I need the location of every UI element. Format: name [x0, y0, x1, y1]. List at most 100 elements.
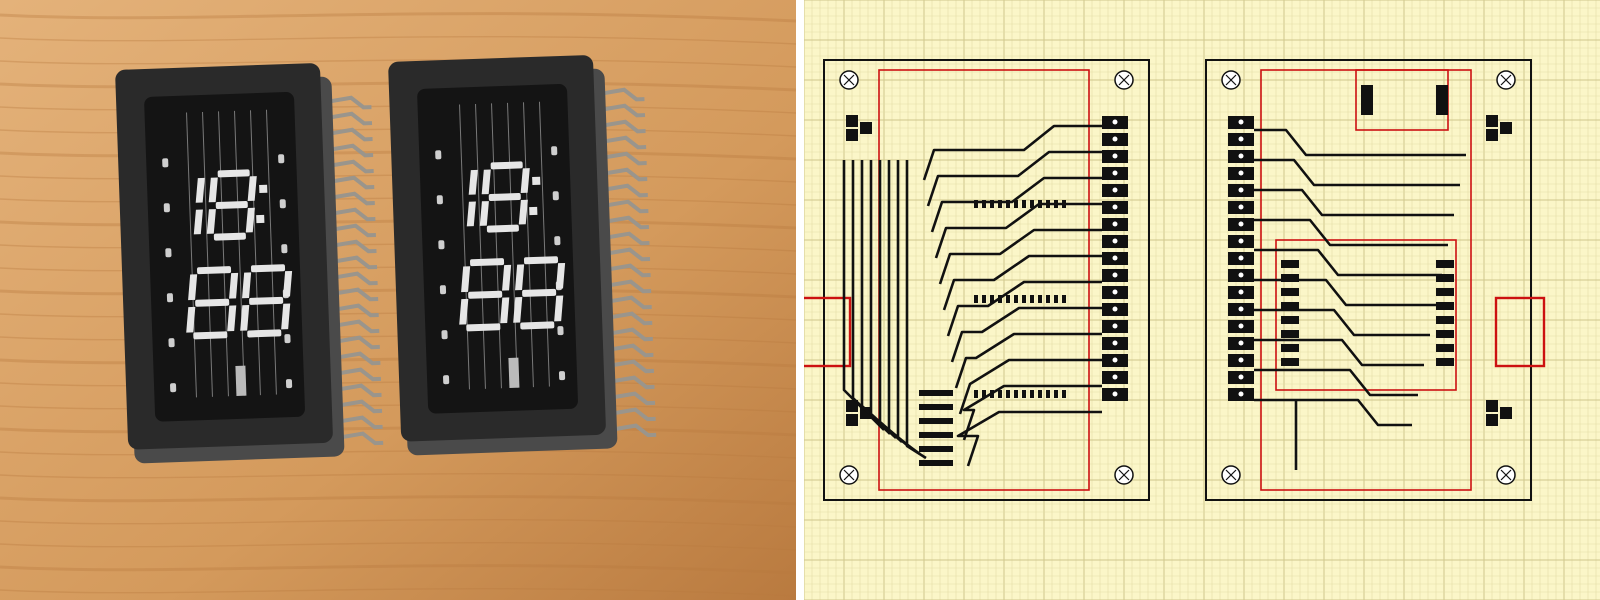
solder-pad	[1022, 200, 1026, 208]
segment-d	[520, 321, 555, 330]
solder-pad	[982, 295, 986, 303]
indicator-dot	[168, 338, 175, 348]
segment-c	[500, 297, 510, 324]
segment-b	[247, 176, 257, 201]
solder-pad	[919, 418, 953, 424]
solder-pad	[1436, 288, 1454, 296]
display-glass-window	[144, 92, 305, 422]
segment-e	[206, 209, 216, 234]
mounting-holes	[839, 70, 1134, 485]
indicator-dot	[436, 195, 443, 205]
indicator-dot	[435, 150, 442, 160]
display-pins	[320, 95, 384, 446]
segment-d	[213, 232, 246, 241]
solder-pad	[1038, 295, 1042, 303]
segment-a	[250, 264, 286, 273]
segment-a	[217, 169, 250, 178]
solder-pad	[1046, 200, 1050, 208]
display-digits	[186, 169, 293, 340]
photo-canvas	[0, 0, 796, 600]
traces	[1254, 128, 1466, 470]
solder-pad	[1062, 390, 1066, 398]
indicator-dot	[284, 334, 291, 344]
solder-pad	[846, 115, 858, 127]
solder-pad	[974, 200, 978, 208]
board-outline	[1205, 59, 1532, 501]
solder-pad	[1030, 200, 1034, 208]
segment-e	[459, 298, 469, 325]
vfd-display-1	[115, 63, 384, 464]
solder-pad	[1046, 390, 1050, 398]
solder-pad	[1281, 288, 1299, 296]
solder-pad	[1030, 390, 1034, 398]
display-glass-window	[417, 84, 578, 414]
solder-pad	[1361, 85, 1373, 115]
indicator-dot	[170, 383, 177, 393]
solder-pad	[846, 129, 858, 141]
solder-pad	[1281, 260, 1299, 268]
colon-dot	[256, 214, 265, 224]
segment-e	[513, 296, 523, 323]
segment-g	[522, 288, 557, 297]
connector-header	[1228, 116, 1254, 401]
display-tab	[508, 357, 520, 388]
indicator-dot	[551, 146, 558, 156]
solder-pad	[919, 432, 953, 438]
segment-g	[249, 296, 284, 305]
colon-dot	[532, 176, 541, 186]
solder-pad	[919, 460, 953, 466]
segment-g	[488, 193, 521, 201]
pcb-background	[804, 0, 1600, 600]
solder-pad	[1281, 330, 1299, 338]
solder-pad	[1054, 390, 1058, 398]
solder-pad	[1014, 390, 1018, 398]
solder-pad	[1006, 200, 1010, 208]
board-outline	[823, 59, 1150, 501]
solder-pad	[974, 295, 978, 303]
mounting-holes	[1221, 70, 1516, 485]
segment-f	[515, 264, 525, 291]
colon-dot	[529, 206, 538, 216]
solder-pad	[1062, 200, 1066, 208]
indicator-dot	[554, 236, 561, 246]
segment-b	[195, 177, 205, 203]
power-jack-outline	[1494, 296, 1546, 368]
pcb-board-bottom	[1205, 59, 1546, 501]
segment-b	[556, 262, 566, 289]
solder-pad	[974, 390, 978, 398]
segment-f	[208, 177, 218, 203]
segment-e	[240, 304, 250, 331]
segment-f	[242, 272, 252, 299]
solder-pad	[860, 122, 872, 134]
segment-a	[197, 266, 232, 275]
solder-pad	[990, 200, 994, 208]
segment-c	[227, 305, 237, 332]
segment-g	[195, 298, 230, 307]
indicator-dot	[278, 154, 285, 164]
segment-b	[520, 168, 530, 193]
segment-g	[215, 201, 248, 209]
segment-f	[188, 274, 198, 301]
solder-pad	[1436, 274, 1454, 282]
display-tab	[235, 365, 247, 396]
solder-pad	[1014, 295, 1018, 303]
indicator-dot	[165, 248, 172, 258]
solder-pad	[1054, 200, 1058, 208]
solder-pad	[1436, 316, 1454, 324]
solder-pad	[1281, 316, 1299, 324]
solder-pad	[1014, 200, 1018, 208]
indicator-dot	[552, 191, 559, 201]
solder-pad	[998, 200, 1002, 208]
vfd-display-photo	[0, 0, 796, 600]
indicator-dot	[558, 371, 566, 381]
indicator-dot	[281, 244, 288, 254]
segment-b	[468, 169, 478, 195]
power-jack-outline	[804, 296, 852, 368]
solder-pad	[919, 446, 953, 452]
indicator-dot	[443, 375, 450, 385]
solder-pad	[1500, 407, 1512, 419]
indicator-dot	[285, 379, 293, 389]
pcb-board-top	[804, 59, 1150, 501]
solder-pad	[1500, 122, 1512, 134]
